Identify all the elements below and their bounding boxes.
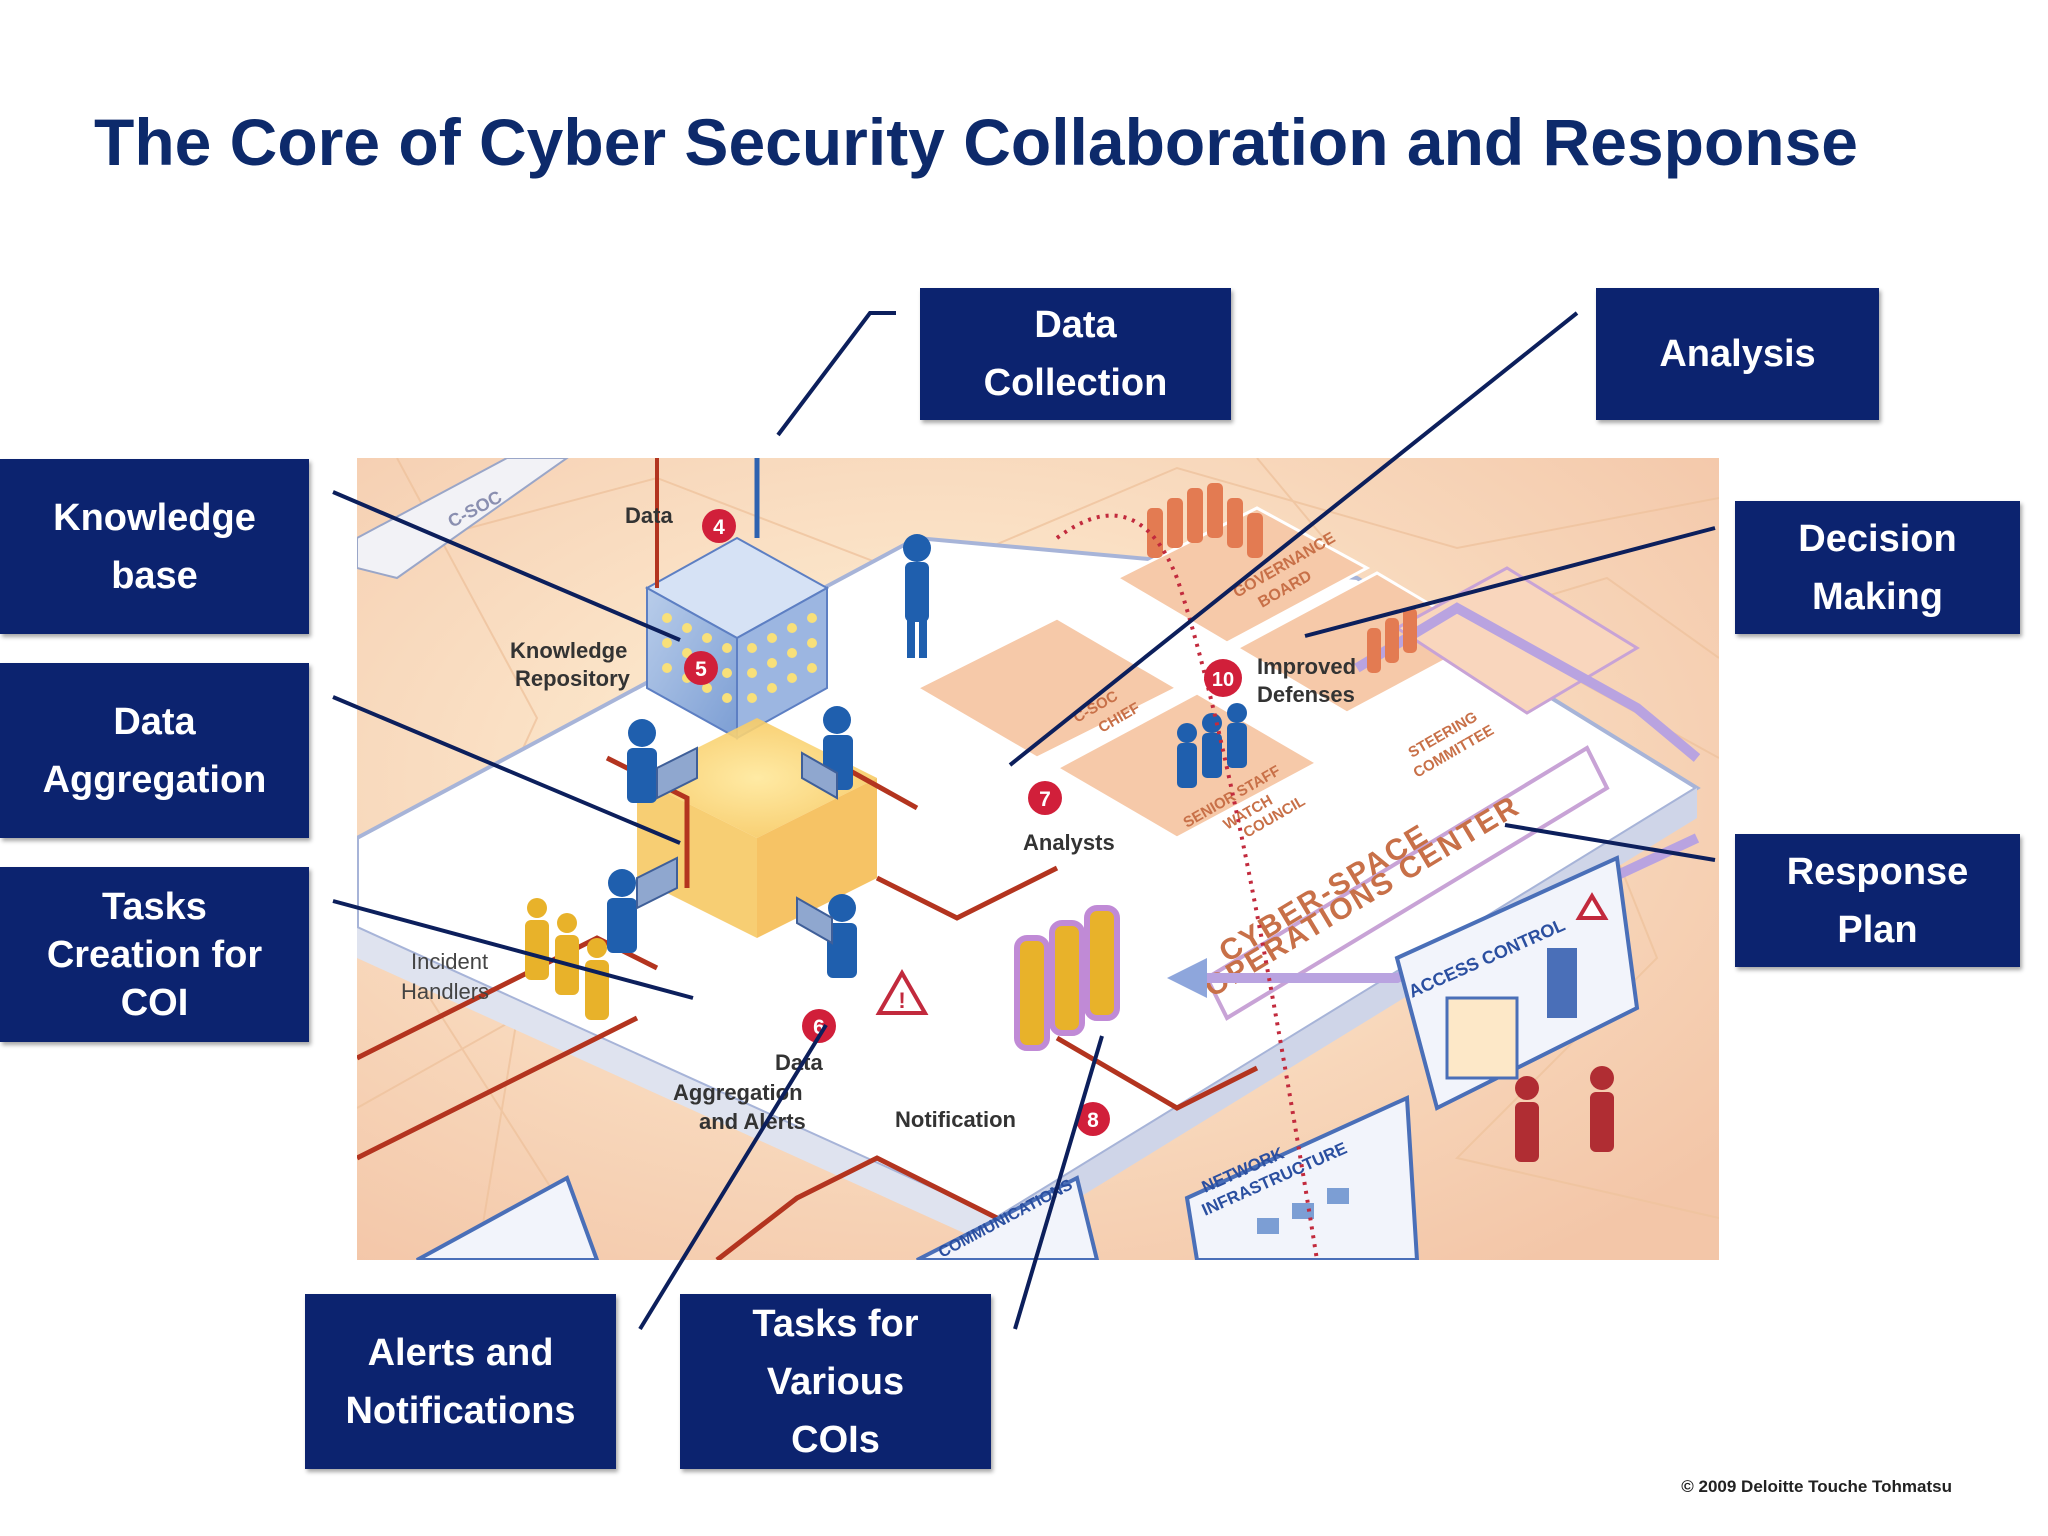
access-control-panel: ACCESS CONTROL [1394,855,1640,1111]
step-badge-4: 4 [702,509,736,543]
step-badge-6: 6 [802,1009,836,1043]
notification-figures [1014,905,1120,1051]
svg-text:Handlers: Handlers [401,979,489,1004]
step-badge-10: 10 [1204,659,1242,697]
data-aggregation-alerts-label: Data [775,1050,823,1075]
step-badge-7: 7 [1028,781,1062,815]
svg-text:and Alerts: and Alerts [699,1109,806,1134]
svg-text:Aggregation: Aggregation [673,1080,803,1105]
line-data-collection [776,311,896,437]
step-badge-8: 8 [1076,1102,1110,1136]
svg-text:5: 5 [695,658,707,681]
svg-text:Repository: Repository [515,666,631,691]
svg-text:4: 4 [713,516,725,539]
warning-mark: ! [898,988,905,1013]
notification-label: Notification [895,1107,1016,1132]
analysis-box: Analysis [1596,288,1879,420]
improved-defenses-label: Improved [1257,654,1356,679]
knowledge-cube [644,536,830,740]
data-label: Data [625,503,673,528]
svg-text:6: 6 [813,1016,825,1039]
copyright-notice: © 2009 Deloitte Touche Tohmatsu [1681,1477,1952,1496]
analysts-label: Analysts [1023,830,1115,855]
step-badge-5: 5 [684,651,718,685]
svg-text:7: 7 [1039,788,1051,811]
cyber-operations-illustration: C-SOC GOVERNANCE BOARD STEERING COMMITTE… [357,458,1719,1260]
knowledge-repository-label: Knowledge [510,638,627,663]
svg-text:Defenses: Defenses [1257,682,1355,707]
svg-text:8: 8 [1087,1109,1099,1132]
svg-text:10: 10 [1212,669,1234,691]
page-title: The Core of Cyber Security Collaboration… [94,105,1858,179]
incident-handlers-label: Incident [411,949,488,974]
access-figures [1515,1066,1614,1162]
warning-icon [875,892,1609,1015]
arrow-head [1167,958,1207,998]
